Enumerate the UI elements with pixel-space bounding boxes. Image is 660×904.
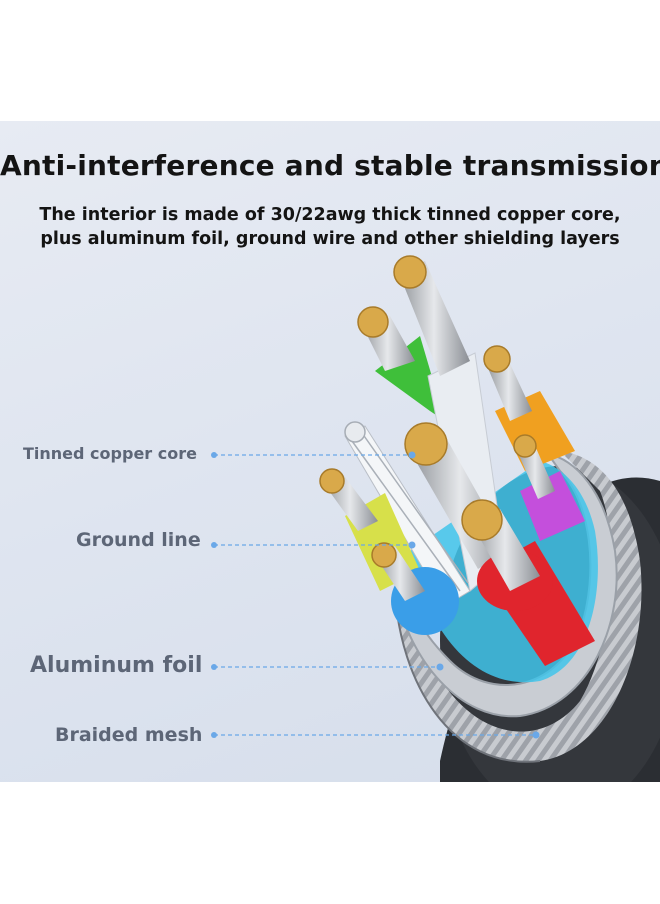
label-ground-line: Ground line	[76, 529, 201, 551]
headline: Anti-interference and stable transmissio…	[0, 149, 660, 182]
label-aluminum-foil: Aluminum foil	[30, 653, 203, 678]
cable-cross-section-illustration	[211, 255, 660, 782]
product-image-panel: Anti-interference and stable transmissio…	[0, 121, 660, 782]
subtitle-line-1: The interior is made of 30/22awg thick t…	[39, 205, 621, 225]
green-wire	[357, 306, 445, 421]
callout-dots	[211, 451, 540, 739]
callout-lines	[214, 454, 536, 736]
red-wire	[461, 499, 595, 666]
purple-wire	[513, 434, 585, 541]
label-braided-mesh: Braided mesh	[55, 724, 203, 746]
ground-wire	[344, 421, 471, 607]
blue-wire	[371, 542, 459, 635]
label-tinned-copper-core: Tinned copper core	[23, 444, 197, 463]
braided-mesh-layer	[394, 451, 642, 763]
subtitle-line-2: plus aluminum foil, ground wire and othe…	[40, 229, 620, 249]
